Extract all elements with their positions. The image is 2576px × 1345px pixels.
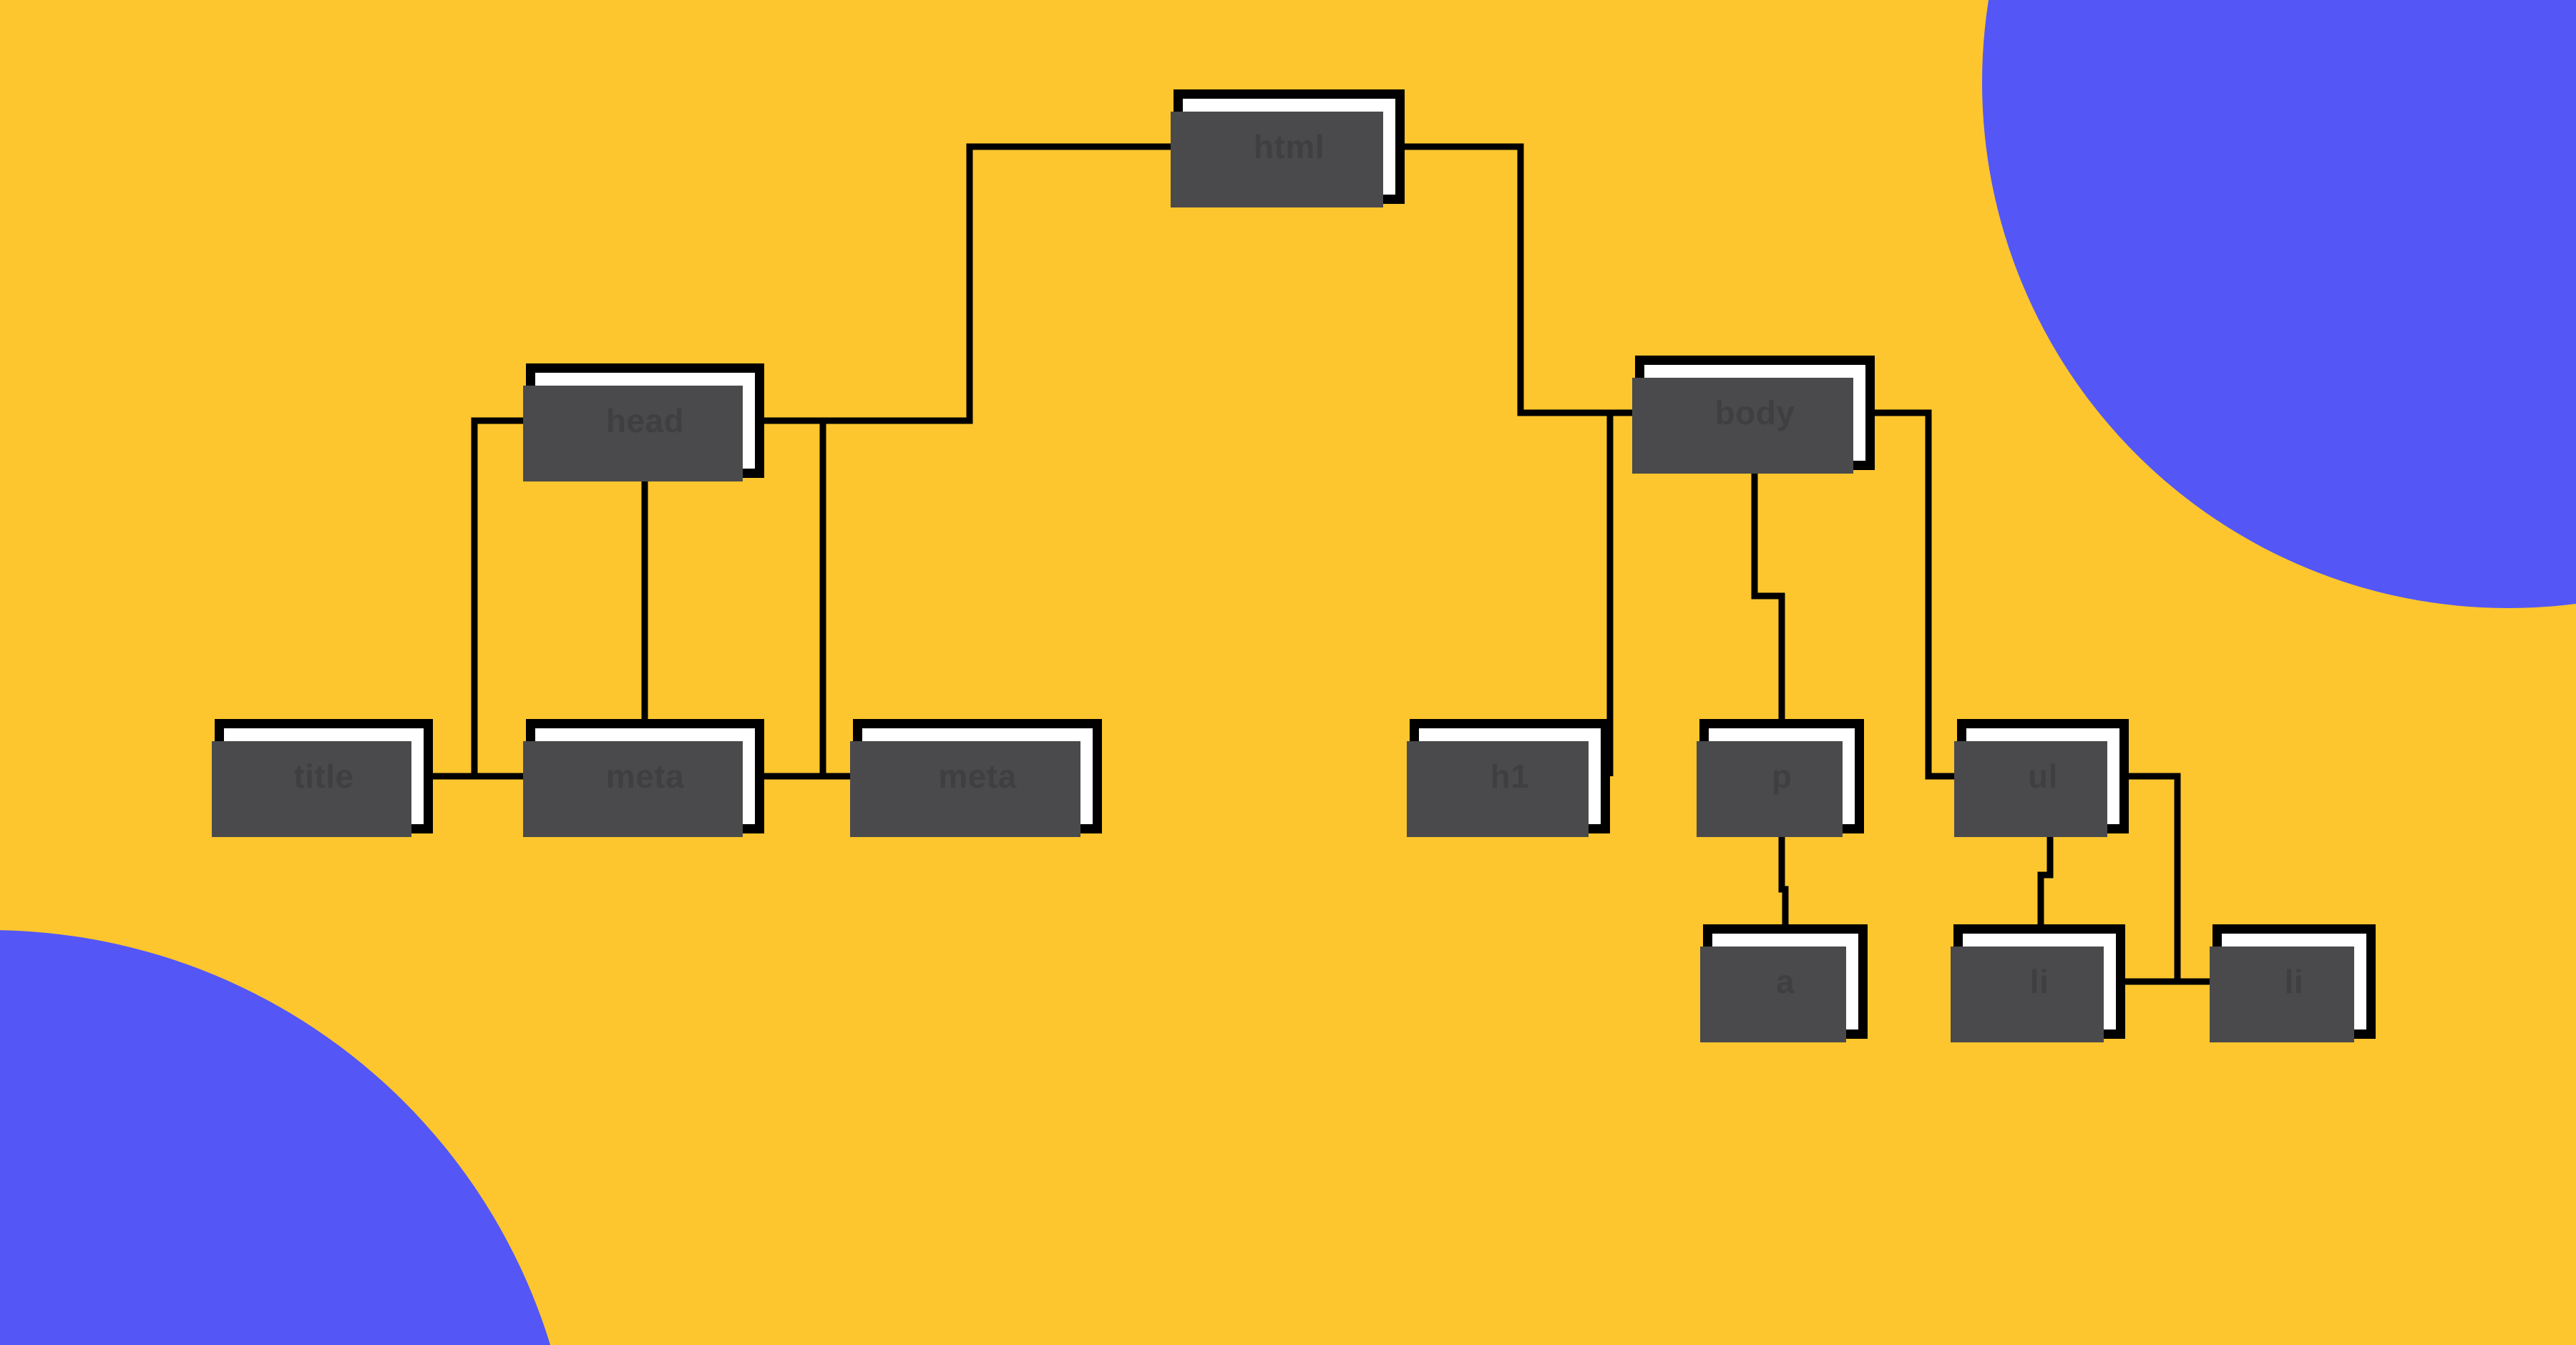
node-meta1[interactable]: meta	[523, 719, 764, 837]
node-head[interactable]: head	[523, 363, 764, 481]
node-html[interactable]: html	[1171, 89, 1405, 207]
edge-html-to-body	[1405, 143, 1635, 416]
node-label-li2: li	[2284, 963, 2304, 1000]
node-label-html: html	[1253, 128, 1325, 165]
node-label-h1: h1	[1490, 758, 1530, 795]
node-p[interactable]: p	[1697, 719, 1864, 837]
node-label-meta1: meta	[605, 758, 685, 795]
edge-body-to-h1	[1606, 409, 1635, 776]
edge-body-to-p	[1751, 470, 1785, 719]
node-label-title: title	[293, 758, 354, 795]
node-label-li1: li	[2029, 963, 2049, 1000]
edge-body-to-ul	[1875, 409, 1957, 780]
node-label-head: head	[605, 402, 685, 439]
node-body[interactable]: body	[1632, 356, 1875, 474]
node-label-p: p	[1771, 758, 1792, 795]
node-ul[interactable]: ul	[1954, 719, 2129, 837]
node-label-meta2: meta	[938, 758, 1017, 795]
node-a[interactable]: a	[1700, 924, 1868, 1042]
node-li1[interactable]: li	[1951, 924, 2125, 1042]
node-li2[interactable]: li	[2210, 924, 2376, 1042]
node-label-a: a	[1775, 963, 1795, 1000]
edge-p-to-a	[1778, 833, 1789, 924]
node-label-body: body	[1714, 394, 1795, 431]
node-h1[interactable]: h1	[1407, 719, 1610, 837]
edge-head-to-title	[433, 417, 526, 780]
node-title[interactable]: title	[212, 719, 433, 837]
edge-ul-to-li1	[2037, 833, 2054, 924]
edge-ul-to-li2	[2129, 773, 2212, 985]
node-meta2[interactable]: meta	[850, 719, 1102, 837]
edge-head-to-meta2	[764, 417, 853, 780]
edge-html-to-head	[764, 143, 1174, 424]
node-label-ul: ul	[2028, 758, 2058, 795]
